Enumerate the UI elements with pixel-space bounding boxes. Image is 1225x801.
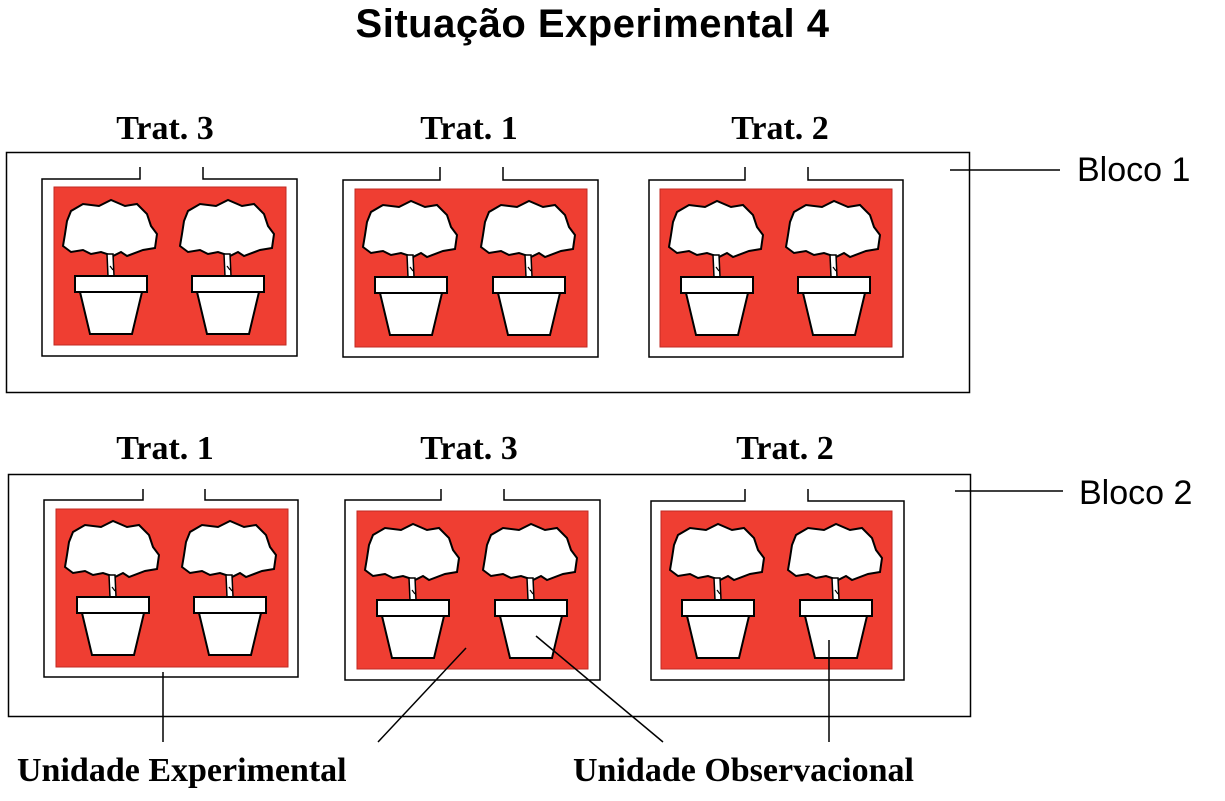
block2-label: Bloco 2 bbox=[1079, 474, 1193, 512]
block1-label: Bloco 1 bbox=[1077, 151, 1191, 189]
block1-plot-3 bbox=[648, 167, 904, 358]
block1-frame bbox=[5, 151, 971, 394]
experimental-unit-pointer-2 bbox=[377, 647, 467, 743]
diagram-title: Situação Experimental 4 bbox=[355, 2, 830, 46]
observational-unit-label: Unidade Observacional bbox=[573, 752, 914, 789]
block1-treatment-label-3: Trat. 2 bbox=[731, 110, 829, 147]
block2-plot-1 bbox=[43, 489, 299, 678]
block2-treatment-label-1: Trat. 1 bbox=[116, 430, 214, 467]
block2-plot-2 bbox=[344, 489, 601, 681]
block1-plot-1 bbox=[41, 167, 298, 357]
block2-treatment-label-3: Trat. 2 bbox=[736, 430, 834, 467]
block1-treatment-label-1: Trat. 3 bbox=[116, 110, 214, 147]
block2-plot-3 bbox=[650, 489, 905, 681]
observational-unit-pointer-1 bbox=[535, 635, 664, 743]
block2-treatment-label-2: Trat. 3 bbox=[420, 430, 518, 467]
block1-plot-2 bbox=[342, 167, 599, 358]
experimental-unit-label: Unidade Experimental bbox=[17, 752, 347, 789]
block1-treatment-label-2: Trat. 1 bbox=[420, 110, 518, 147]
block2-frame bbox=[7, 473, 972, 718]
